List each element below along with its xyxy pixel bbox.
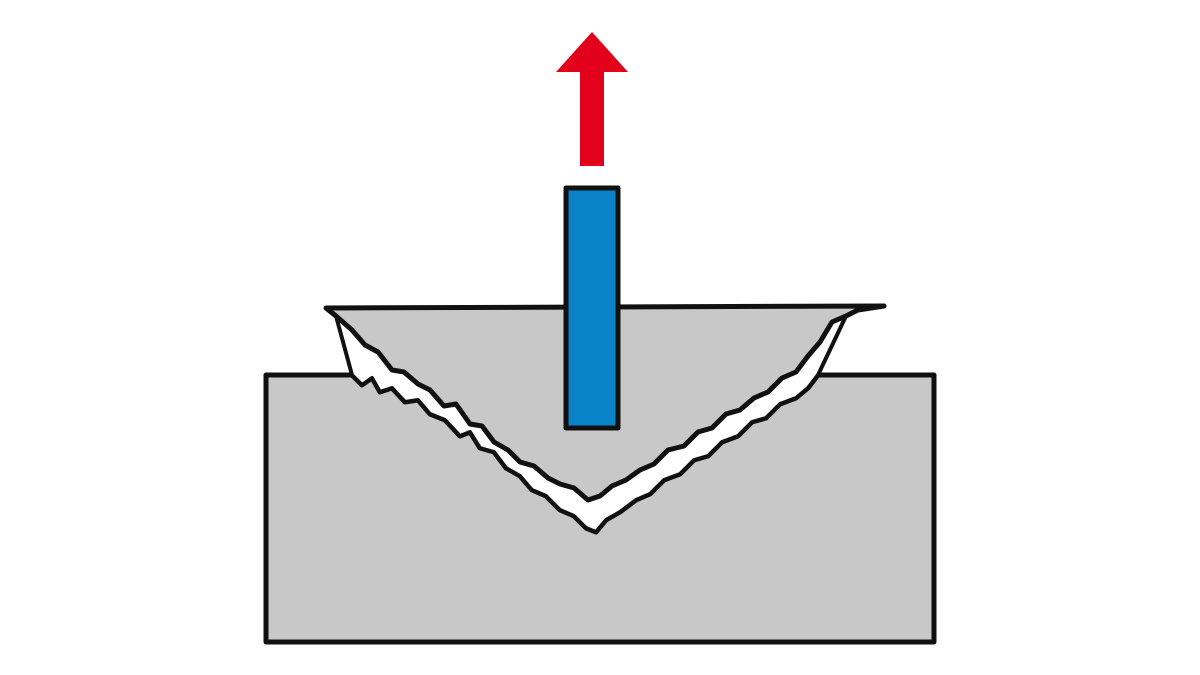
- force-arrow: [556, 32, 628, 166]
- anchor-rod: [563, 185, 621, 431]
- arrow-up-icon: [556, 32, 628, 166]
